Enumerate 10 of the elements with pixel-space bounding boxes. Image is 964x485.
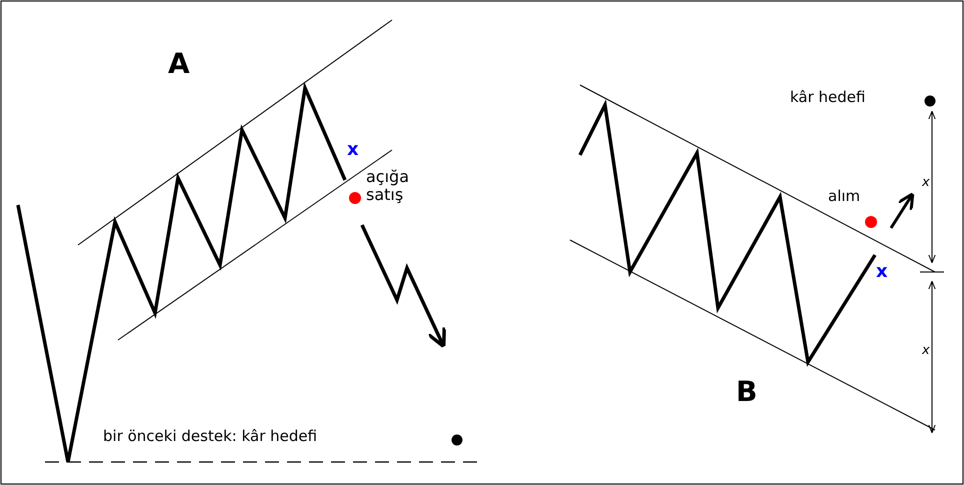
panel-letter: A [168, 48, 190, 80]
panel-letter: B [736, 376, 758, 408]
dimension-label: x [922, 176, 930, 191]
entry-marker: x [347, 140, 359, 161]
annotation: kâr hedefi [790, 89, 866, 106]
dimension-label: x [922, 344, 930, 359]
annotation: alım [828, 188, 860, 206]
annotation: açığa satış [366, 168, 410, 205]
annotation: bir önceki destek: kâr hedefi [103, 428, 318, 446]
entry-marker: x [876, 262, 888, 283]
